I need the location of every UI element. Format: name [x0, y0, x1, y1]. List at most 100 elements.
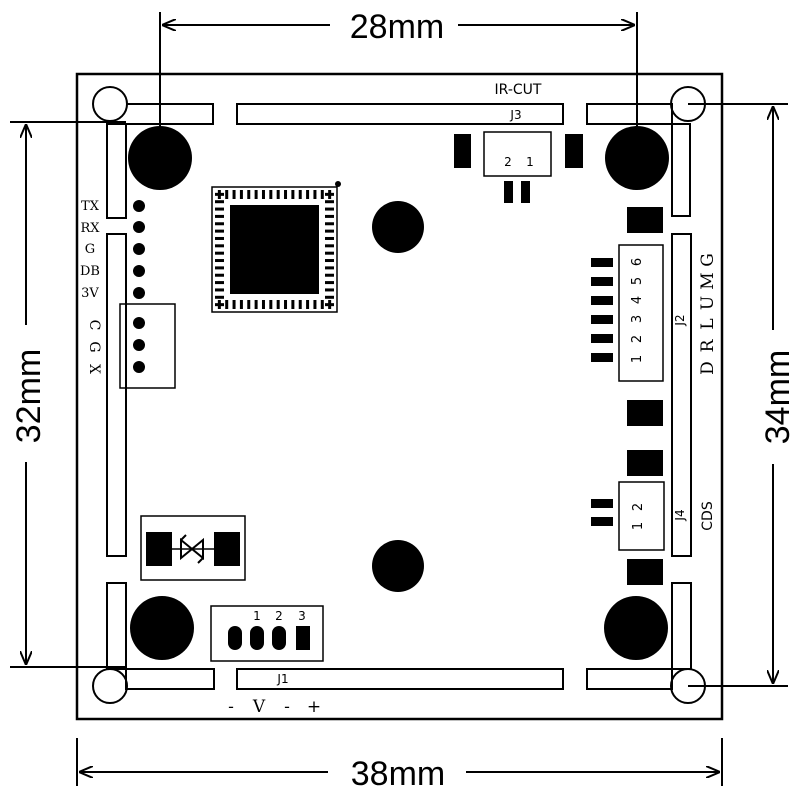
j2-side-d: D [698, 361, 718, 375]
ic-pin [325, 200, 334, 204]
j2-label: J2 [673, 314, 687, 326]
ic-pin [284, 300, 288, 309]
j4-pin-1: 1 [631, 522, 646, 530]
j2-side-u: U [698, 296, 718, 310]
smd-pad-1 [627, 207, 663, 233]
ic-pin [269, 300, 273, 309]
ir-cut-label: IR-CUT [495, 82, 542, 98]
ic-pin [320, 190, 324, 199]
ic-pin [232, 300, 236, 309]
ic-pin [313, 190, 317, 199]
ic-pin [325, 281, 334, 285]
ic-pin [215, 266, 224, 270]
silkscreen-outlines [106, 103, 692, 690]
dim-right-label: 34mm [759, 350, 797, 444]
pin-label-x: X [86, 364, 102, 374]
j4-label: J4 [673, 509, 687, 521]
j2-lead [591, 258, 613, 267]
j2-pin-2: 2 [630, 335, 645, 343]
dim-bottom [76, 738, 723, 786]
ic-pin [325, 295, 334, 299]
pin-label-db: DB [80, 264, 100, 279]
ic-pin [215, 244, 224, 248]
j1-pin-3: 3 [298, 609, 306, 623]
j1-pads [228, 626, 310, 650]
ic-pin [325, 229, 334, 233]
ic-pin [325, 266, 334, 270]
ic-pin [325, 207, 334, 211]
ic-pin [261, 300, 265, 309]
ic-pin [298, 190, 302, 199]
j3-body [483, 131, 552, 177]
ic-pin [325, 244, 334, 248]
ic-pin [306, 300, 310, 309]
j4-body [618, 481, 665, 551]
ic-pin [215, 273, 224, 277]
mount-hole-bl [92, 668, 128, 704]
j2-side-r: R [698, 338, 718, 352]
j2-pin-3: 3 [630, 315, 645, 323]
dim-top-label: 28mm [350, 8, 444, 46]
ic-pin [261, 190, 265, 199]
j1-body [210, 605, 324, 662]
board-outline [75, 72, 724, 721]
pad-center-top [372, 201, 424, 253]
power-minus-2: - [284, 697, 290, 717]
j2-lead [591, 353, 613, 362]
power-labels: - V - + [228, 697, 321, 717]
j2-lead [591, 277, 613, 286]
j2-side-m: M [698, 272, 718, 289]
power-minus-1: - [228, 697, 234, 717]
j2-body [618, 244, 664, 382]
pad-center-bottom [372, 540, 424, 592]
ic-pin [215, 303, 224, 307]
left-pin-dots [133, 200, 145, 373]
dim-right [688, 103, 788, 687]
j2-side-l: L [698, 318, 718, 329]
j2-lead [591, 296, 613, 305]
j3-label: J3 [509, 108, 521, 122]
ic-pin [325, 273, 334, 277]
smd-pad-2 [627, 400, 663, 426]
ic-pin [269, 190, 273, 199]
j4-lead-1 [591, 499, 613, 508]
ic-pin [325, 288, 334, 292]
j3-pad-left [454, 134, 471, 168]
j2-leads [591, 258, 613, 362]
ic-pin [247, 190, 251, 199]
ic-pin [215, 295, 224, 299]
ic-pin [232, 190, 236, 199]
ic-pin [325, 259, 334, 263]
cds-label: CDS [700, 501, 716, 531]
main-ic [211, 181, 341, 313]
ic-pin [325, 214, 334, 218]
ic-pin [254, 190, 258, 199]
pin-label-g: G [85, 242, 95, 257]
dim-bottom-label: 38mm [351, 755, 445, 793]
left-connector-body [119, 303, 176, 389]
dim-top [159, 12, 638, 158]
ic-pin [215, 207, 224, 211]
ic-pin [291, 300, 295, 309]
ic-pin [325, 303, 334, 307]
dim-left-label: 32mm [10, 349, 48, 443]
j2-pin-4: 4 [630, 296, 645, 304]
ic-pin [276, 190, 280, 199]
j2-pin-labels: 1 2 3 4 5 6 [630, 258, 645, 363]
ic-pin [239, 300, 243, 309]
j3-pad-right [565, 134, 583, 168]
ic-pin [239, 190, 243, 199]
j2-side-labels: D R L U M G [698, 253, 718, 375]
left-pin-labels: TX RX G DB 3V C G X [80, 199, 102, 374]
ic-pin [215, 200, 224, 204]
j1-pin-2: 2 [275, 609, 283, 623]
pin-label-rx: RX [80, 221, 100, 236]
ic-pin [313, 300, 317, 309]
j3-pin-1: 1 [526, 155, 534, 169]
ic-pin [247, 300, 251, 309]
ic-pin [215, 229, 224, 233]
ic-pin [325, 222, 334, 226]
ic-pin [325, 236, 334, 240]
power-plus: + [307, 697, 321, 717]
pad-br [604, 596, 668, 660]
